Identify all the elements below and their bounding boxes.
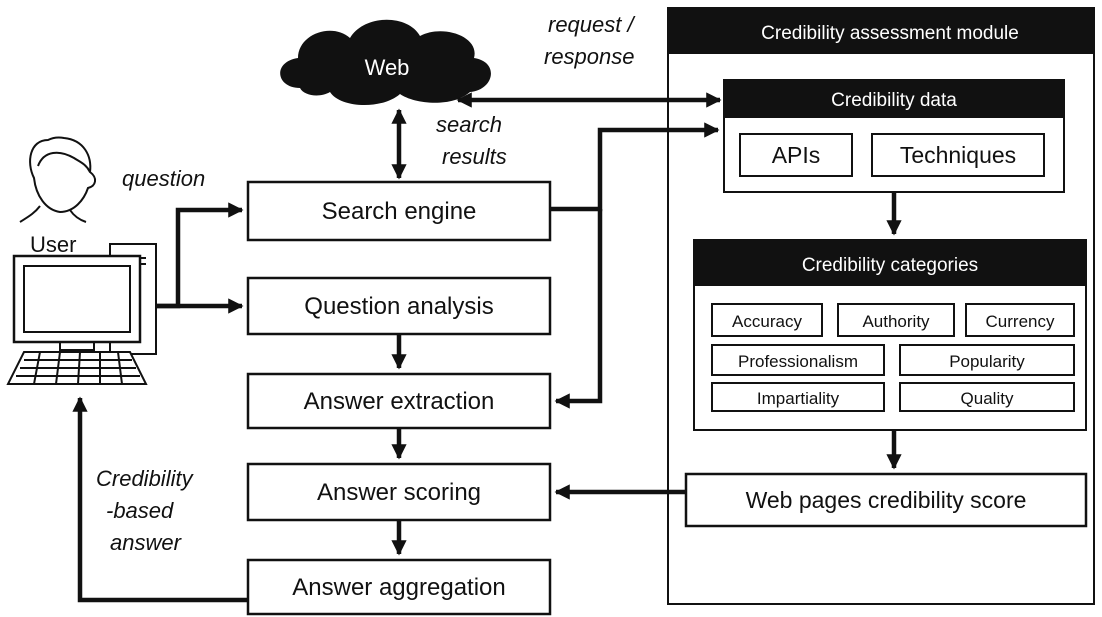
category-popularity-label: Popularity xyxy=(949,352,1025,371)
answer-scoring-box xyxy=(246,462,552,522)
credibility-data-title: Credibility data xyxy=(831,90,957,111)
search-engine-label: Search engine xyxy=(322,198,477,225)
answer-aggregation-box xyxy=(246,558,552,616)
category-popularity xyxy=(899,344,1075,376)
credibility-answer-line1: Credibility xyxy=(96,466,195,491)
credibility-data-header xyxy=(724,80,1064,118)
question-label: question xyxy=(122,166,205,191)
web-label: Web xyxy=(365,55,410,80)
category-currency xyxy=(965,303,1075,337)
answer-extraction-box xyxy=(246,372,552,430)
category-accuracy-label: Accuracy xyxy=(732,312,802,331)
category-quality xyxy=(899,382,1075,412)
request-label-line1: request / xyxy=(548,12,635,37)
request-label-line2: response xyxy=(544,44,635,69)
arrow-user-search-engine xyxy=(156,202,244,309)
categories-header xyxy=(694,240,1086,286)
credibility-categories-panel: Credibility categories Accuracy Authorit… xyxy=(693,239,1087,431)
category-authority-label: Authority xyxy=(862,312,930,331)
category-professionalism xyxy=(711,344,885,376)
credibility-answer-line2: -based xyxy=(106,498,174,523)
categories-title: Credibility categories xyxy=(802,255,978,276)
apis-box xyxy=(739,133,853,177)
credibility-score-label: Web pages credibility score xyxy=(746,487,1027,513)
techniques-label: Techniques xyxy=(900,142,1016,168)
apis-label: APIs xyxy=(772,142,821,168)
techniques-box xyxy=(871,133,1045,177)
module-title-bar xyxy=(668,8,1094,54)
user-label: User xyxy=(30,232,76,257)
search-results-line1: search xyxy=(436,112,502,137)
web-cloud: Web xyxy=(280,19,491,106)
credibility-score-box xyxy=(684,472,1088,528)
arrow-search-engine-answer-extraction xyxy=(554,209,603,409)
user-icon xyxy=(19,136,96,223)
category-professionalism-label: Professionalism xyxy=(738,352,858,371)
category-currency-label: Currency xyxy=(986,312,1055,331)
category-impartiality-label: Impartiality xyxy=(757,389,840,408)
question-analysis-label: Question analysis xyxy=(304,293,493,320)
category-impartiality xyxy=(711,382,885,412)
category-accuracy xyxy=(711,303,823,337)
answer-scoring-label: Answer scoring xyxy=(317,479,481,506)
answer-extraction-label: Answer extraction xyxy=(304,388,495,415)
answer-aggregation-label: Answer aggregation xyxy=(292,574,505,601)
computer-icon xyxy=(6,243,157,385)
module-title: Credibility assessment module xyxy=(761,23,1019,44)
arrow-aggregation-to-user xyxy=(72,396,248,603)
category-quality-label: Quality xyxy=(961,389,1014,408)
credibility-data-panel: Credibility data APIs Techniques xyxy=(723,79,1065,193)
category-authority xyxy=(837,303,955,337)
credibility-answer-line3: answer xyxy=(110,530,183,555)
search-results-line2: results xyxy=(442,144,507,169)
arrow-search-engine-credibility-data xyxy=(550,122,720,212)
computer-monitor xyxy=(12,254,142,344)
